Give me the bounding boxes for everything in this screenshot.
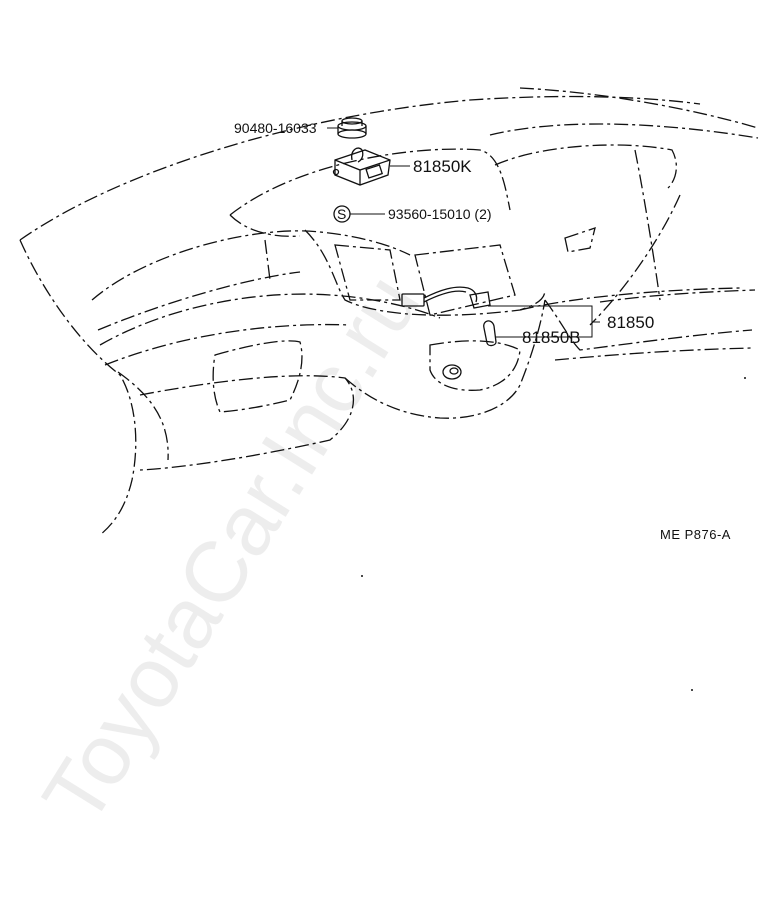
roof-outline-right xyxy=(519,87,759,129)
screw-symbol: S xyxy=(333,205,351,223)
dash-lower xyxy=(139,375,354,471)
label-81850: 81850 xyxy=(607,313,654,332)
sensor-part xyxy=(332,147,391,186)
dash-inner-line xyxy=(97,271,301,331)
dash-right xyxy=(599,289,756,303)
dash-top-ridge xyxy=(99,293,441,346)
windshield-top xyxy=(229,148,511,216)
watermark: ToyotaCar.Inc.ru xyxy=(25,258,438,840)
dash-vent-top xyxy=(264,239,271,281)
recess-left xyxy=(334,244,401,301)
pillar-right-2 xyxy=(589,194,681,326)
roof-rear-edge xyxy=(489,123,759,139)
label-93560-15010: 93560-15010 (2) xyxy=(388,206,492,222)
dash-right-low xyxy=(554,347,753,361)
dash-middle xyxy=(104,323,351,366)
grommet-part xyxy=(337,117,367,139)
screw-symbol-letter: S xyxy=(337,206,346,222)
label-81850K: 81850K xyxy=(413,157,472,176)
console-lower xyxy=(344,299,546,419)
windshield-left xyxy=(229,214,301,237)
windshield-right xyxy=(494,144,678,189)
console-right-edge xyxy=(544,299,753,351)
bulb-part xyxy=(483,320,497,347)
reference-code: ME P876-A xyxy=(660,527,731,542)
control-knob-center xyxy=(449,367,459,375)
left-body-curve xyxy=(19,239,137,536)
control-panel xyxy=(429,340,521,391)
label-81850B: 81850B xyxy=(522,328,581,347)
label-90480-16033: 90480-16033 xyxy=(234,120,317,136)
right-vent xyxy=(564,227,596,253)
pillar-right xyxy=(634,149,661,301)
recess-right xyxy=(414,244,516,316)
control-knob xyxy=(442,364,462,380)
console-inner-right xyxy=(519,287,741,311)
dash-top xyxy=(91,230,411,301)
glovebox xyxy=(212,340,303,413)
leader-lamp xyxy=(488,305,600,338)
roof-outline xyxy=(19,95,701,241)
left-body-inner xyxy=(117,371,169,461)
lamp-harness xyxy=(401,286,491,309)
